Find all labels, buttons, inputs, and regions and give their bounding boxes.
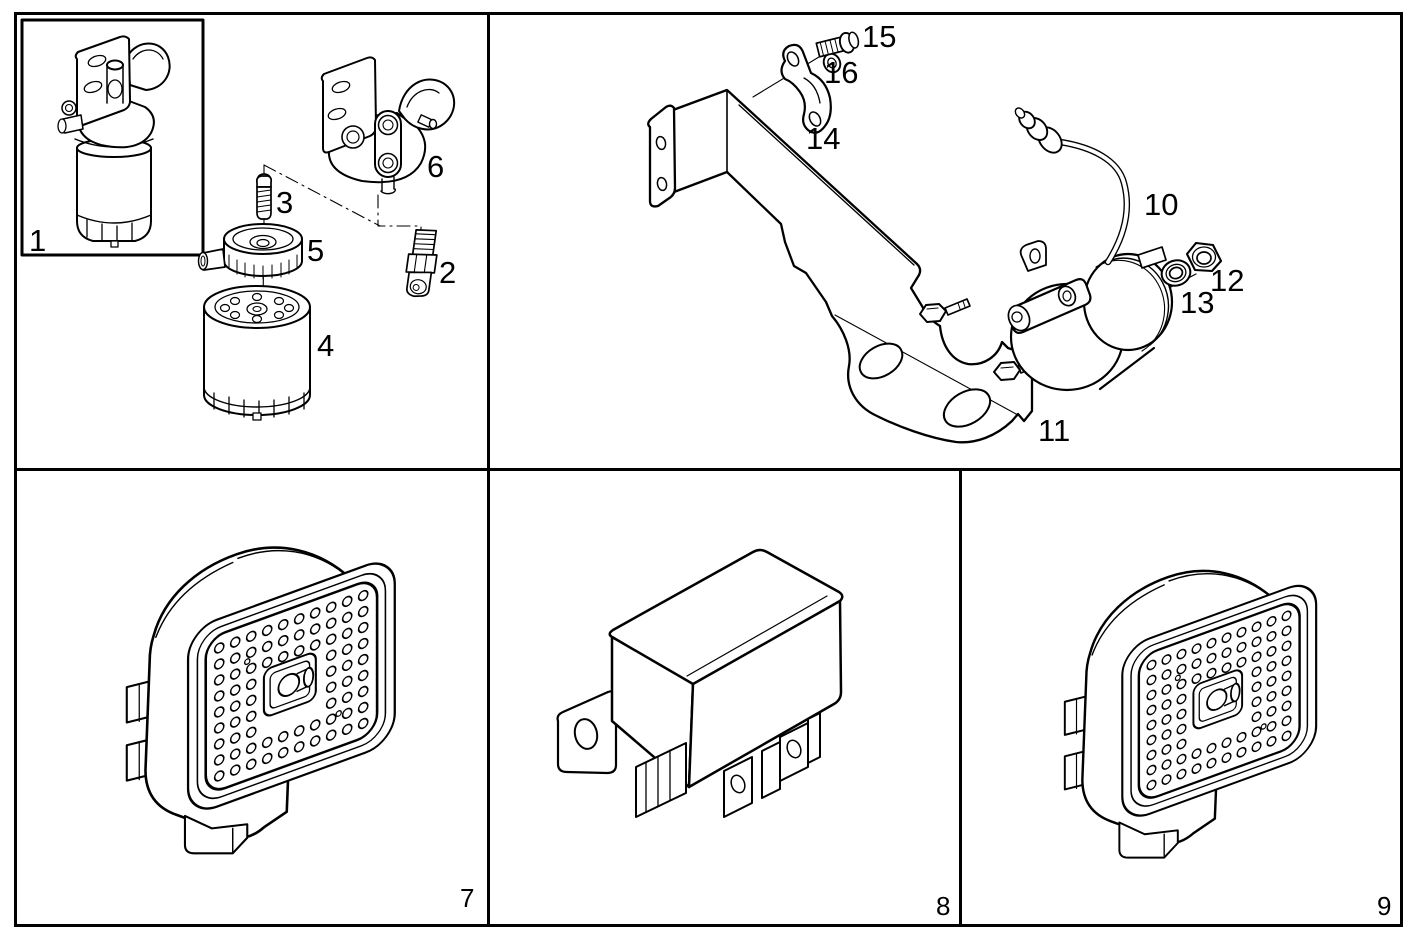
callout-part-11: 11 <box>1038 413 1071 448</box>
callout-part-3: 3 <box>276 185 294 220</box>
control-unit-drawing-7 <box>125 546 397 855</box>
callout-part-7: 7 <box>460 883 475 913</box>
panel-control-unit-left: 7 <box>17 471 487 924</box>
callout-part-5: 5 <box>307 233 325 268</box>
panel-relay: 8 <box>490 471 959 924</box>
panel-divider-horizontal <box>17 468 1400 471</box>
pump-bracket-drawing <box>647 31 1223 444</box>
control-unit-drawing-9 <box>1063 569 1318 859</box>
callout-part-8: 8 <box>936 891 951 921</box>
fuel-filter-drawing <box>20 18 456 421</box>
callout-part-2: 2 <box>439 255 457 290</box>
callout-part-10: 10 <box>1144 187 1179 222</box>
callout-part-1: 1 <box>29 223 47 258</box>
callout-part-16: 16 <box>824 55 859 90</box>
relay-drawing <box>556 548 844 818</box>
callout-part-4: 4 <box>317 328 335 363</box>
diagram-frame: 1 3 5 4 6 2 <box>14 12 1403 927</box>
panel-fuel-pump-bracket: 15 16 14 10 12 13 11 <box>490 15 1400 468</box>
callout-part-12: 12 <box>1210 263 1245 298</box>
panel-divider-vertical-2 <box>959 471 962 924</box>
panel-control-unit-right: 9 <box>962 471 1400 924</box>
callout-part-15: 15 <box>862 19 897 54</box>
callout-part-13: 13 <box>1180 285 1215 320</box>
callout-part-9: 9 <box>1377 891 1392 921</box>
callout-part-14: 14 <box>806 121 841 156</box>
callout-part-6: 6 <box>427 149 445 184</box>
panel-fuel-filter-assembly: 1 3 5 4 6 2 <box>17 15 487 468</box>
